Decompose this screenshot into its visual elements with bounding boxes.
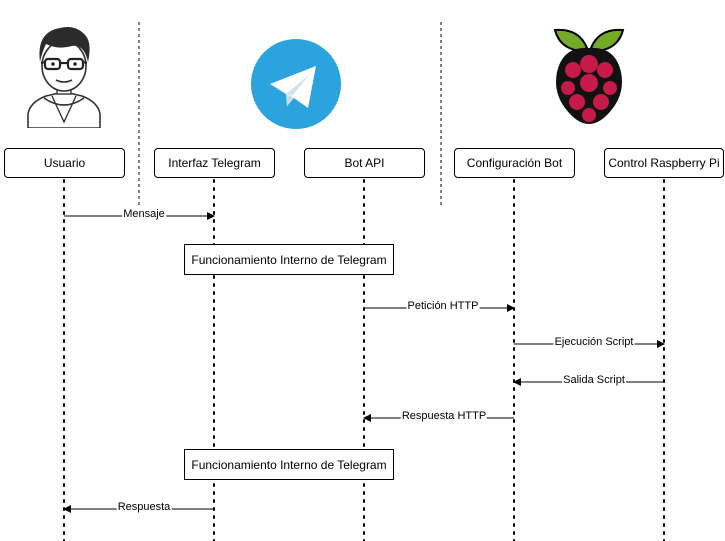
note-telegram-internal-2: Funcionamiento Interno de Telegram xyxy=(184,449,394,480)
participant-configuracion-bot: Configuración Bot xyxy=(454,148,575,178)
telegram-logo-icon xyxy=(251,39,341,129)
participant-control-raspberry-pi: Control Raspberry Pi xyxy=(604,148,724,178)
participant-bot-api: Bot API xyxy=(304,148,425,178)
message-label-mensaje: Mensaje xyxy=(122,208,166,220)
participant-usuario: Usuario xyxy=(4,148,125,178)
user-avatar-icon xyxy=(27,27,101,128)
participant-interfaz-telegram: Interfaz Telegram xyxy=(154,148,275,178)
message-label-respuesta: Respuesta xyxy=(116,501,172,513)
raspberry-pi-logo-icon xyxy=(553,28,625,124)
message-label-salida-script: Salida Script xyxy=(562,374,626,386)
note-telegram-internal-1: Funcionamiento Interno de Telegram xyxy=(184,244,394,275)
message-label-respuesta-http: Respuesta HTTP xyxy=(400,410,488,422)
message-label-peticion-http: Petición HTTP xyxy=(406,300,480,312)
message-label-ejecucion-script: Ejecución Script xyxy=(553,336,635,348)
